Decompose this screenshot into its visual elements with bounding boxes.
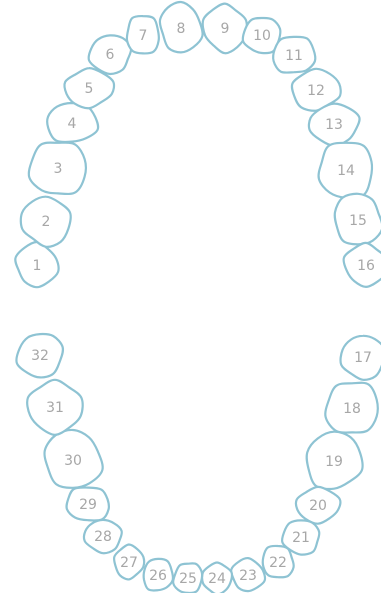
tooth-number-label: 25 [179, 571, 197, 587]
tooth-31[interactable]: 31 [27, 380, 83, 435]
tooth-2[interactable]: 2 [21, 197, 71, 247]
tooth-number-label: 3 [54, 161, 63, 177]
tooth-number-label: 1 [33, 258, 42, 274]
tooth-14[interactable]: 14 [319, 143, 373, 198]
tooth-number-label: 30 [64, 453, 82, 469]
tooth-number-label: 22 [269, 555, 287, 571]
tooth-number-label: 14 [337, 163, 355, 179]
tooth-number-label: 10 [253, 28, 271, 44]
tooth-9[interactable]: 9 [203, 4, 247, 54]
tooth-27[interactable]: 27 [114, 545, 144, 580]
tooth-19[interactable]: 19 [307, 432, 363, 489]
tooth-15[interactable]: 15 [335, 194, 381, 245]
tooth-28[interactable]: 28 [84, 520, 122, 553]
tooth-7[interactable]: 7 [127, 16, 159, 53]
tooth-number-label: 17 [354, 350, 372, 366]
tooth-number-label: 19 [325, 454, 343, 470]
tooth-number-label: 7 [139, 28, 148, 44]
tooth-number-label: 28 [94, 529, 112, 545]
tooth-number-label: 26 [149, 568, 167, 584]
tooth-number-label: 31 [46, 400, 64, 416]
tooth-8[interactable]: 8 [160, 2, 203, 52]
tooth-number-label: 32 [31, 348, 49, 364]
tooth-20[interactable]: 20 [296, 487, 340, 524]
tooth-number-label: 11 [285, 48, 303, 64]
tooth-number-label: 18 [343, 401, 361, 417]
tooth-30[interactable]: 30 [44, 430, 102, 488]
tooth-26[interactable]: 26 [144, 559, 173, 591]
tooth-17[interactable]: 17 [341, 336, 381, 380]
tooth-number-label: 15 [349, 213, 367, 229]
tooth-number-label: 2 [42, 214, 51, 230]
tooth-number-label: 9 [221, 21, 230, 37]
tooth-29[interactable]: 29 [67, 487, 109, 520]
tooth-number-label: 5 [85, 81, 94, 97]
tooth-number-label: 27 [120, 555, 138, 571]
tooth-23[interactable]: 23 [231, 558, 265, 591]
tooth-number-label: 20 [309, 498, 327, 514]
tooth-11[interactable]: 11 [273, 37, 315, 73]
tooth-number-label: 21 [292, 530, 310, 546]
tooth-32[interactable]: 32 [16, 334, 63, 377]
tooth-number-label: 6 [106, 47, 115, 63]
tooth-22[interactable]: 22 [263, 546, 294, 577]
tooth-1[interactable]: 1 [15, 242, 58, 287]
tooth-number-label: 12 [307, 83, 325, 99]
tooth-number-label: 4 [68, 116, 77, 132]
tooth-number-label: 24 [208, 571, 226, 587]
tooth-3[interactable]: 3 [29, 143, 86, 194]
tooth-6[interactable]: 6 [89, 35, 131, 74]
tooth-16[interactable]: 16 [344, 243, 381, 287]
tooth-number-label: 29 [79, 497, 97, 513]
tooth-number-label: 23 [239, 568, 257, 584]
tooth-number-label: 8 [177, 21, 186, 37]
tooth-24[interactable]: 24 [202, 563, 232, 593]
tooth-number-label: 13 [325, 117, 343, 133]
tooth-number-label: 16 [357, 258, 375, 274]
tooth-18[interactable]: 18 [325, 383, 377, 433]
tooth-25[interactable]: 25 [173, 563, 202, 593]
